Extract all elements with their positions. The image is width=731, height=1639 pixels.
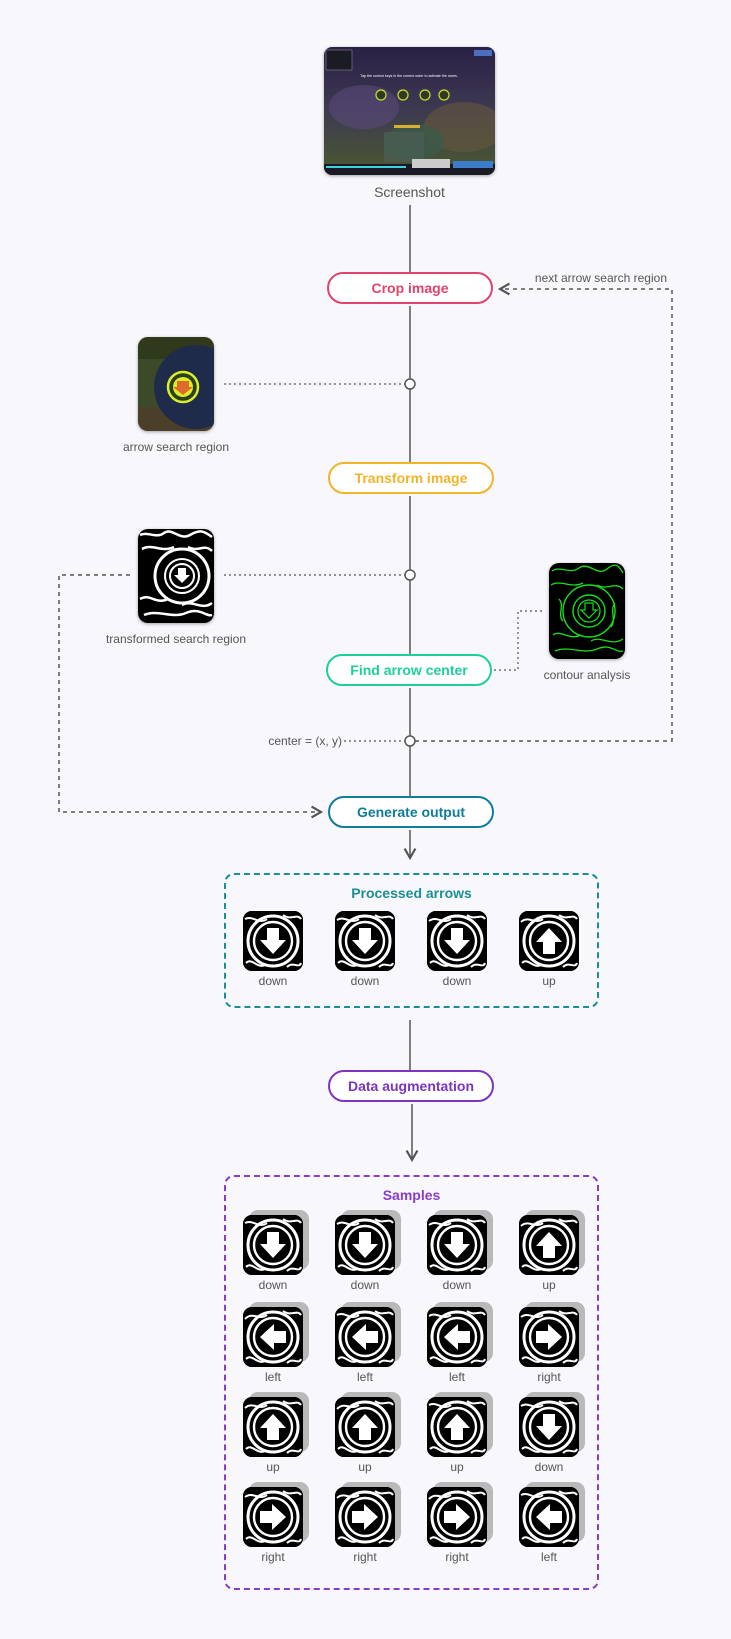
sample-arrow-label: up: [450, 1460, 464, 1474]
contour-analysis-image: [549, 563, 625, 659]
sample-arrow-left-icon: [519, 1487, 579, 1547]
sample-arrow-up-icon: [335, 1397, 395, 1457]
rune-arrows: [375, 89, 450, 101]
step-generate-output: Generate output: [328, 796, 494, 828]
sample-arrow-label: left: [356, 1370, 373, 1384]
center-label: center = (x, y): [268, 734, 342, 748]
step-data-augmentation: Data augmentation: [328, 1070, 494, 1102]
sample-arrow-label: down: [442, 1278, 472, 1292]
transformed-search-region-label: transformed search region: [105, 632, 247, 646]
processed-arrow-label: down: [258, 974, 288, 988]
processed-arrow-label: down: [350, 974, 380, 988]
sample-arrow-down-icon: [427, 1215, 487, 1275]
sample-arrow-label: down: [534, 1460, 564, 1474]
step-find-arrow-center: Find arrow center: [326, 654, 492, 686]
processed-arrow-down-icon: [335, 911, 395, 971]
sample-arrow-right-icon: [427, 1487, 487, 1547]
sample-arrow-left-icon: [427, 1307, 487, 1367]
junction-node: [404, 569, 416, 581]
sample-arrow-label: up: [358, 1460, 372, 1474]
sample-arrow-down-icon: [243, 1215, 303, 1275]
link-transformed-output: [58, 574, 324, 819]
sample-arrow-right-icon: [519, 1307, 579, 1367]
sample-arrow-left-icon: [243, 1307, 303, 1367]
processed-arrow-down-icon: [243, 911, 303, 971]
sample-arrow-right-icon: [335, 1487, 395, 1547]
loop-next-region: [415, 282, 673, 742]
sample-arrow-label: down: [350, 1278, 380, 1292]
sample-arrow-label: left: [540, 1550, 557, 1564]
sample-arrow-down-icon: [519, 1397, 579, 1457]
screenshot-caption: Screenshot: [374, 184, 445, 200]
transformed-search-region-image: [138, 529, 214, 623]
sample-arrow-right-icon: [243, 1487, 303, 1547]
processed-arrow-label: down: [442, 974, 472, 988]
sample-arrow-label: right: [445, 1550, 469, 1564]
processed-arrow-up-icon: [519, 911, 579, 971]
samples-box: Samples down down down up left left left right u…: [224, 1175, 599, 1590]
next-arrow-search-region-label: next arrow search region: [534, 271, 667, 285]
sample-arrow-up-icon: [243, 1397, 303, 1457]
sample-arrow-label: right: [353, 1550, 377, 1564]
screenshot-thumbnail: Tap the correct keys in the correct orde…: [324, 47, 495, 175]
processed-arrows-title: Processed arrows: [351, 885, 472, 901]
step-crop-image: Crop image: [327, 272, 493, 304]
sample-arrow-label: right: [261, 1550, 285, 1564]
sample-arrow-label: down: [258, 1278, 288, 1292]
sample-arrow-down-icon: [335, 1215, 395, 1275]
arrow-search-region-image: [138, 337, 214, 431]
sample-arrow-left-icon: [335, 1307, 395, 1367]
contour-analysis-label: contour analysis: [543, 668, 631, 682]
sample-arrow-label: right: [537, 1370, 561, 1384]
samples-title: Samples: [382, 1187, 441, 1203]
processed-arrows-box: Processed arrows down down down up: [224, 873, 599, 1008]
sample-arrow-label: up: [266, 1460, 280, 1474]
junction-node: [404, 378, 416, 390]
step-transform-image: Transform image: [328, 462, 494, 494]
processed-arrow-label: up: [542, 974, 556, 988]
sample-arrow-up-icon: [427, 1397, 487, 1457]
sample-arrow-label: left: [448, 1370, 465, 1384]
sample-arrow-label: left: [264, 1370, 281, 1384]
processed-arrow-down-icon: [427, 911, 487, 971]
arrow-search-region-label: arrow search region: [122, 440, 230, 454]
sample-arrow-label: up: [542, 1278, 556, 1292]
screenshot-tip: Tap the correct keys in the correct orde…: [360, 74, 458, 78]
sample-arrow-up-icon: [519, 1215, 579, 1275]
junction-node: [404, 735, 416, 747]
tap-contour: [494, 610, 542, 671]
